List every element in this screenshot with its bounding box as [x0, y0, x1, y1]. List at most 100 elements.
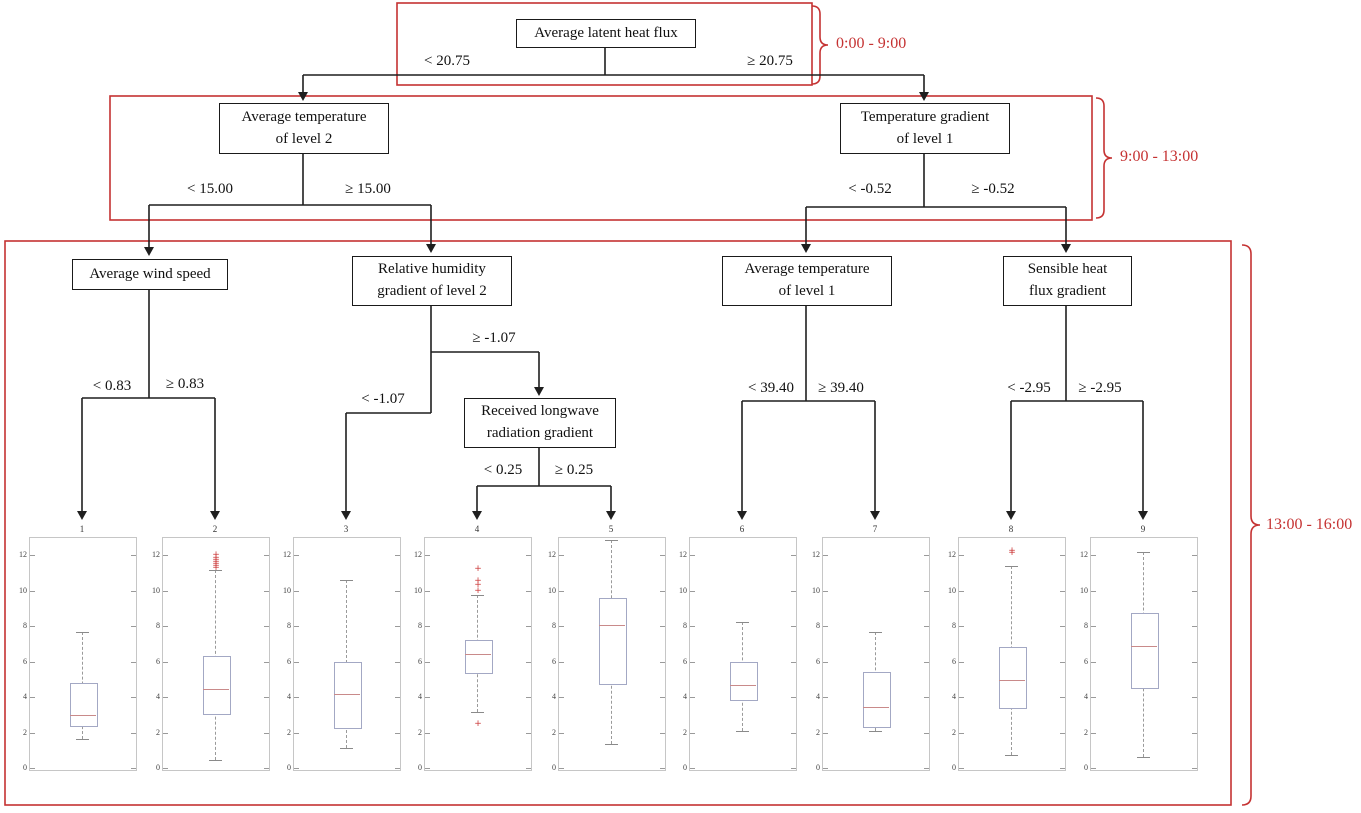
y-tick: [924, 661, 929, 663]
y-tick: [690, 768, 695, 769]
y-tick: [163, 697, 168, 698]
iqr-box: [203, 656, 231, 715]
y-tick-label: 2: [23, 727, 27, 737]
whisker-cap: [1137, 757, 1150, 759]
y-tick: [294, 661, 299, 663]
y-tick: [1192, 697, 1197, 698]
y-tick: [959, 732, 964, 734]
y-tick-label: 6: [23, 656, 27, 666]
y-tick: [791, 590, 796, 592]
brace-1300-1600: [1241, 244, 1261, 806]
y-tick: [959, 661, 964, 663]
y-tick: [1060, 555, 1065, 556]
outlier-marker: +: [1008, 548, 1016, 559]
y-tick: [30, 697, 35, 698]
y-tick: [395, 555, 400, 556]
node-temperature-gradient-level1: Temperature gradient of level 1: [840, 103, 1010, 154]
y-tick: [823, 555, 828, 556]
whisker-cap: [605, 539, 618, 541]
iqr-box: [999, 647, 1027, 709]
y-tick-label: 0: [1084, 763, 1088, 772]
whisker-cap: [869, 632, 882, 634]
y-tick-label: 8: [816, 621, 820, 630]
y-tick-label: 8: [1084, 621, 1088, 630]
boxplot-title: 1: [79, 524, 85, 534]
y-tick: [823, 590, 828, 592]
y-tick: [425, 697, 430, 698]
y-tick-label: 4: [952, 692, 956, 701]
y-tick-label: 8: [418, 621, 422, 630]
outlier-marker: +: [474, 580, 482, 591]
whisker-cap: [736, 730, 749, 732]
y-tick: [559, 768, 564, 769]
time-bracket-label-1: 0:00 - 9:00: [836, 35, 907, 52]
y-tick-label: 12: [548, 550, 556, 559]
outlier-marker: +: [212, 558, 220, 569]
y-tick: [264, 626, 269, 627]
y-tick: [163, 661, 168, 663]
y-tick: [30, 661, 35, 663]
node-average-temperature-level1: Average temperature of level 1: [722, 256, 892, 306]
split-label: < -2.95: [1007, 380, 1051, 396]
period-box-1300-1600: [4, 240, 1232, 806]
y-tick-label: 6: [683, 656, 687, 666]
split-label: ≥ -0.52: [971, 181, 1015, 197]
node-relative-humidity-gradient-level2: Relative humidity gradient of level 2: [352, 256, 512, 306]
y-tick: [1060, 590, 1065, 592]
outlier-marker: +: [212, 550, 220, 560]
arrow-icon: [919, 92, 929, 101]
arrow-icon: [341, 511, 351, 520]
boxplot-title: 9: [1140, 524, 1146, 534]
y-tick-label: 12: [152, 550, 160, 559]
y-tick: [690, 732, 695, 734]
y-tick: [526, 732, 531, 734]
y-tick: [30, 626, 35, 627]
y-tick-label: 0: [816, 763, 820, 772]
y-tick: [294, 555, 299, 556]
outlier-marker: +: [212, 563, 220, 574]
y-tick: [1091, 590, 1096, 592]
y-tick-label: 4: [683, 692, 687, 701]
y-tick-label: 2: [156, 727, 160, 737]
y-tick: [264, 661, 269, 663]
y-tick: [559, 626, 564, 627]
y-tick: [264, 697, 269, 698]
y-tick: [1192, 661, 1197, 663]
y-tick-label: 2: [952, 727, 956, 737]
whisker-cap: [1005, 754, 1018, 756]
y-tick: [425, 732, 430, 734]
y-tick-label: 12: [948, 550, 956, 559]
brace-0900-1300: [1095, 97, 1113, 219]
arrow-icon: [298, 92, 308, 101]
y-tick: [526, 555, 531, 556]
y-tick-label: 2: [287, 727, 291, 737]
split-label: < -0.52: [848, 181, 892, 197]
y-tick: [526, 697, 531, 698]
y-tick: [1091, 768, 1096, 769]
y-tick: [163, 555, 168, 556]
arrow-icon: [737, 511, 747, 520]
edge-tgrad1: [805, 152, 1067, 245]
y-tick-label: 6: [287, 656, 291, 666]
y-tick-label: 6: [552, 656, 556, 666]
y-tick-label: 4: [23, 692, 27, 701]
y-tick: [294, 768, 299, 769]
y-tick: [823, 768, 828, 769]
y-tick: [660, 590, 665, 592]
iqr-box: [730, 662, 758, 701]
whisker-cap: [869, 730, 882, 732]
whisker-cap: [340, 748, 353, 750]
split-label: < 39.40: [748, 380, 794, 396]
y-tick-label: 6: [156, 656, 160, 666]
whisker-cap: [1137, 552, 1150, 554]
y-tick: [690, 626, 695, 627]
